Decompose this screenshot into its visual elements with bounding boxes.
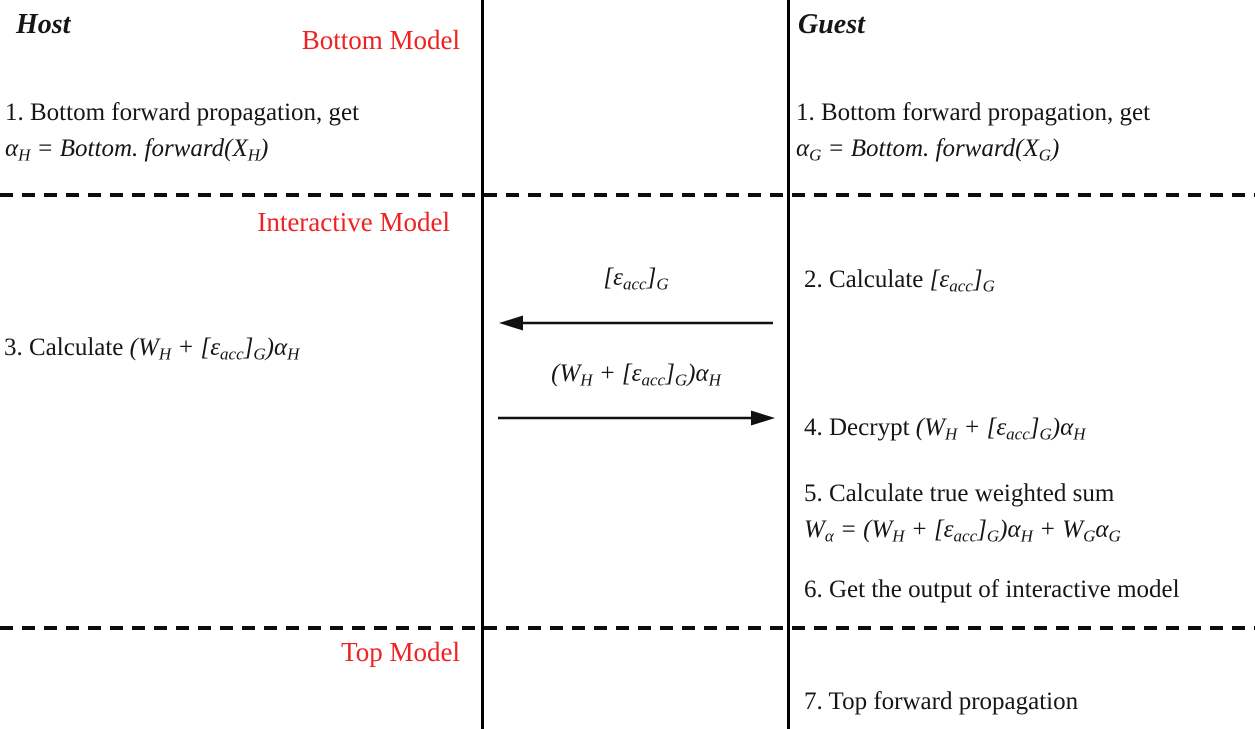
divider-interactive-top-dashed-line [0, 626, 1255, 630]
host-guest-divider-left-line [481, 0, 484, 729]
guest-step-1-formula: αG = Bottom. forward(XG) [796, 135, 1060, 165]
top-model-label: Top Model [341, 637, 460, 667]
host-step-1-formula: αH = Bottom. forward(XH) [5, 135, 269, 165]
guest-step-1-text: 1. Bottom forward propagation, get [796, 99, 1151, 126]
host-title: Host [16, 9, 71, 40]
interactive-model-label: Interactive Model [257, 207, 450, 237]
host-step-3-text: 3. Calculate [4, 334, 130, 361]
bottom-model-label: Bottom Model [301, 25, 460, 55]
guest-step-2-formula: [εacc]G [929, 266, 995, 296]
host-step-1-text: 1. Bottom forward propagation, get [5, 99, 360, 126]
message-to-guest-label: (WH + [εacc]G)αH [551, 360, 721, 390]
guest-title: Guest [798, 9, 865, 40]
guest-step-1: 1. Bottom forward propagation, get αG = … [796, 95, 1150, 167]
host-step-3-formula: (WH + [εacc]G)αH [129, 334, 300, 364]
message-to-host-label: [εacc]G [603, 264, 669, 294]
guest-step-2: 2. Calculate [εacc]G [804, 262, 995, 298]
host-step-3: 3. Calculate (WH + [εacc]G)αH [4, 330, 299, 366]
divider-bottom-interactive-dashed-line [0, 193, 1255, 197]
guest-step-6: 6. Get the output of interactive model [804, 572, 1180, 608]
guest-step-5: 5. Calculate true weighted sum Wα = (WH … [804, 476, 1121, 548]
host-guest-divider-right-line [787, 0, 790, 729]
guest-step-4-text: 4. Decrypt [804, 414, 916, 441]
guest-step-5-text: 5. Calculate true weighted sum [804, 480, 1115, 507]
guest-step-5-formula: Wα = (WH + [εacc]G)αH + WGαG [804, 516, 1121, 546]
guest-step-4: 4. Decrypt (WH + [εacc]G)αH [804, 410, 1086, 446]
arrow-to-guest [498, 410, 775, 426]
guest-step-4-formula: (WH + [εacc]G)αH [915, 414, 1086, 444]
arrow-to-host [499, 315, 773, 331]
host-step-1: 1. Bottom forward propagation, get αH = … [5, 95, 359, 167]
guest-step-7-text: 7. Top forward propagation [804, 688, 1079, 715]
guest-step-7: 7. Top forward propagation [804, 684, 1078, 720]
guest-step-6-text: 6. Get the output of interactive model [804, 576, 1180, 603]
guest-step-2-text: 2. Calculate [804, 266, 930, 293]
